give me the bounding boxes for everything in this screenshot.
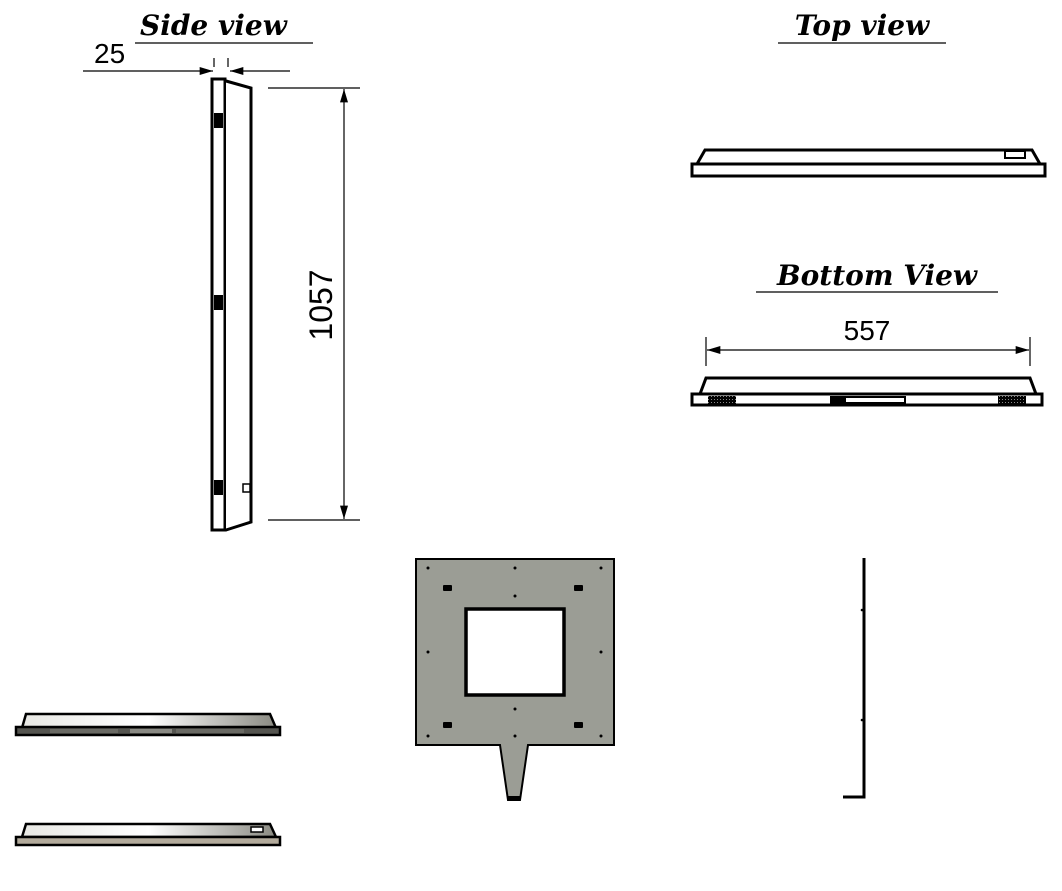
side-view-panel [210, 77, 253, 532]
top-view-bezel [694, 148, 1043, 166]
mounting-plate [415, 558, 615, 801]
plate-mounting-holes [426, 566, 603, 738]
height-dimension-line [268, 87, 360, 521]
top-view-base [690, 162, 1047, 178]
plate-cutout [464, 607, 566, 697]
top-view-port [1004, 150, 1026, 159]
side-view-title: Side view [140, 9, 288, 42]
width-dimension-line [705, 337, 1031, 366]
bottom-view-title: Bottom View [776, 259, 978, 292]
top-view: Top view [690, 9, 1047, 178]
thickness-dimension-label: 25 [94, 38, 125, 69]
side-view: Side view 25 1057 [83, 9, 360, 532]
top-view-title: Top view [795, 9, 930, 42]
height-dimension-label: 1057 [303, 269, 339, 340]
rendered-bottom-view [14, 712, 282, 737]
thickness-dimension-line [83, 58, 290, 75]
bottom-view: Bottom View 557 [690, 259, 1044, 407]
bottom-view-bezel [697, 376, 1039, 396]
rendered-top-view [14, 822, 282, 847]
bracket-side-view [843, 558, 866, 799]
width-dimension-label: 557 [844, 315, 891, 346]
